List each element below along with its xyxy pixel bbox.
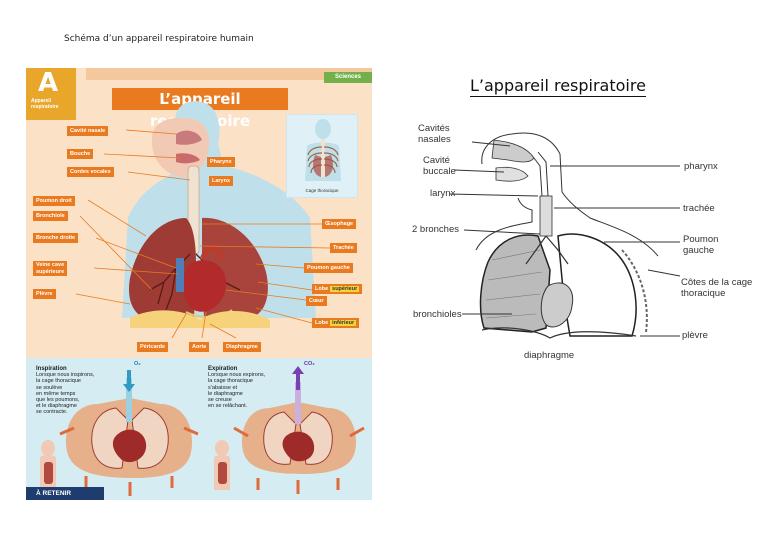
label-lobe-inferieur-b: inférieur bbox=[330, 320, 357, 326]
expiration-gas: CO₂ bbox=[304, 361, 315, 367]
inspiration-gas: O₂ bbox=[134, 361, 141, 367]
anatomy-illustration bbox=[75, 101, 331, 339]
label-diaphragme: Diaphragme bbox=[223, 342, 261, 352]
label-bronche-droite: Bronche droite bbox=[33, 233, 79, 243]
diagram-label-bronchioles: bronchioles bbox=[413, 309, 462, 320]
diagram-label-larynx: larynx bbox=[430, 188, 456, 199]
respiratory-line-diagram bbox=[449, 132, 681, 339]
rib-cage-inset: Cage thoracique bbox=[286, 114, 358, 198]
diagram-label-plevre: plèvre bbox=[682, 330, 708, 341]
expiration-text: Lorsque nous expirons, la cage thoraciqu… bbox=[208, 372, 266, 410]
diagram-label-poumon-gauche: Poumon gauche bbox=[683, 234, 719, 256]
inspiration-title: Inspiration bbox=[36, 366, 67, 372]
label-bouche: Bouche bbox=[67, 149, 94, 159]
label-lobe-inferieur-a: Lobe bbox=[315, 320, 329, 326]
breathing-illustrations bbox=[40, 366, 365, 496]
respiratory-poster: A Appareil respiratoire Sciences L’appar… bbox=[26, 68, 372, 500]
label-veine-cave: Veine cave supérieure bbox=[33, 261, 68, 276]
diagram-label-cavites-nasales: Cavités nasales bbox=[418, 123, 451, 145]
label-trachee: Trachée bbox=[330, 243, 357, 253]
retenir-footer: À RETENIR bbox=[26, 487, 104, 500]
inspiration-text: Lorsque nous inspirons, la cage thoraciq… bbox=[36, 372, 95, 416]
diagram-label-diaphragme: diaphragme bbox=[524, 350, 575, 361]
label-lobe-superieur-a: Lobe bbox=[315, 286, 329, 292]
expiration-title: Expiration bbox=[208, 366, 238, 372]
badge-subtitle: Appareil respiratoire bbox=[31, 98, 59, 110]
category-tag: Sciences bbox=[324, 72, 372, 83]
label-larynx: Larynx bbox=[209, 176, 234, 186]
diagram-label-trachee: trachée bbox=[683, 203, 715, 214]
diagram-label-pharynx: pharynx bbox=[684, 161, 718, 172]
inset-caption: Cage thoracique bbox=[305, 188, 339, 193]
document-caption: Schéma d’un appareil respiratoire humain bbox=[64, 34, 254, 44]
diagram-label-bronches: 2 bronches bbox=[412, 224, 460, 235]
chapter-badge: A Appareil respiratoire bbox=[26, 68, 76, 120]
label-pharynx: Pharynx bbox=[207, 157, 235, 167]
label-cavite-nasale: Cavité nasale bbox=[67, 126, 109, 136]
label-aorte: Aorte bbox=[189, 342, 210, 352]
rib-cage-icon bbox=[305, 119, 341, 181]
badge-letter: A bbox=[38, 68, 59, 98]
label-oesophage: Œsophage bbox=[322, 219, 357, 229]
label-coeur: Cœur bbox=[306, 296, 327, 306]
label-lobe-superieur-b: supérieur bbox=[330, 286, 360, 292]
label-bronchiole: Bronchiole bbox=[33, 211, 68, 221]
label-pericarde: Péricarde bbox=[137, 342, 169, 352]
poster-top-strip bbox=[86, 68, 372, 80]
diagram-title: L’appareil respiratoire bbox=[470, 76, 646, 97]
label-cordes-vocales: Cordes vocales bbox=[67, 167, 114, 177]
diagram-label-cavite-buccale: Cavité buccale bbox=[423, 155, 456, 177]
diagram-label-cotes: Côtes de la cage thoracique bbox=[681, 277, 753, 299]
label-poumon-gauche: Poumon gauche bbox=[304, 263, 353, 273]
label-poumon-droit: Poumon droit bbox=[33, 196, 75, 206]
label-plevre: Plèvre bbox=[33, 289, 56, 299]
